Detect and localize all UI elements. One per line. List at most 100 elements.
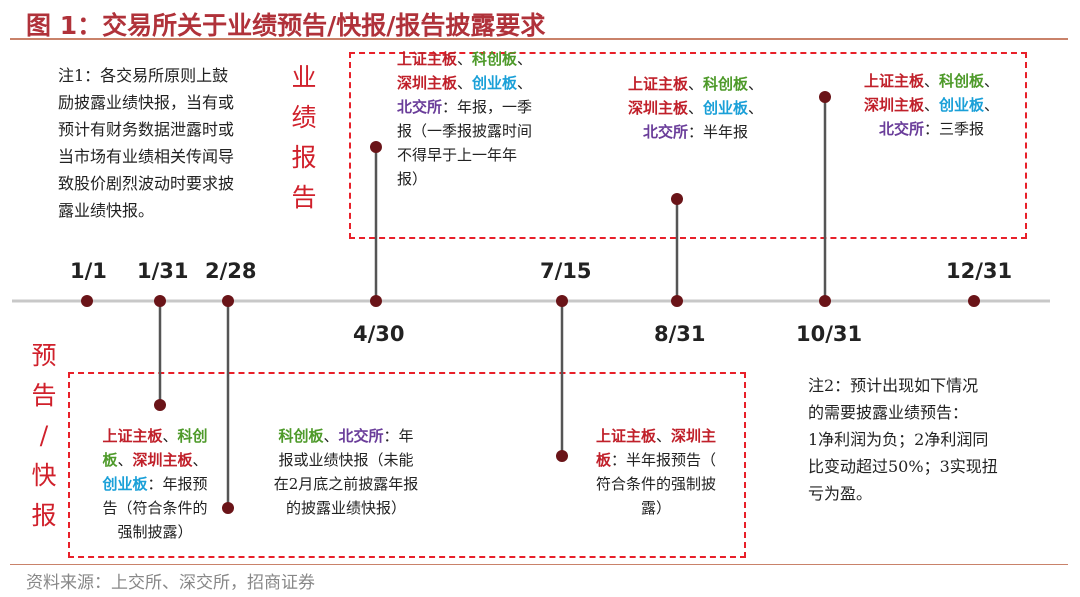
block-line: 科创板、北交所：年: [256, 424, 436, 448]
note-2-line: 注2：预计出现如下情况: [808, 376, 979, 395]
block-1031-q3: 上证主板、科创板、 深圳主板、创业板、 北交所：三季报: [844, 69, 1019, 141]
label-char: /: [39, 421, 49, 450]
separator: 、: [457, 50, 473, 68]
block-line: 上证主板、科创板、: [608, 72, 783, 96]
block-text: ：半年报: [688, 123, 749, 141]
note-1-line: 励披露业绩快报，当有或: [58, 93, 235, 112]
exchange-chinext: 创业板: [102, 475, 148, 493]
dot-0715: [556, 295, 568, 307]
block-line: 深圳主板、创业板、: [608, 96, 783, 120]
separator: 、: [687, 99, 703, 117]
exchange-szse-main: 板: [595, 451, 611, 469]
label-char: 绩: [291, 103, 317, 132]
note-1-line: 露业绩快报。: [58, 201, 155, 220]
exchange-chinext: 创业板: [472, 74, 518, 92]
block-line: 上证主板、科创: [80, 424, 230, 448]
dot-0831: [671, 295, 683, 307]
block-text: ：年报，一季: [442, 98, 533, 116]
block-line: 上证主板、科创板、: [844, 69, 1019, 93]
block-line: 强制披露）: [117, 523, 193, 541]
block-0715-semiannual-forecast: 上证主板、深圳主 板：半年报预告（ 符合条件的强制披 露）: [576, 424, 736, 520]
exchange-star: 科创板: [703, 75, 749, 93]
title-rule: [10, 38, 1068, 40]
note-2-line: 1净利润为负；2净利润同: [808, 430, 989, 449]
block-line: 告（符合条件的: [102, 499, 208, 517]
exchange-star: 科创板: [278, 427, 324, 445]
exchange-bse: 北交所: [397, 98, 443, 116]
dot-0228: [222, 295, 234, 307]
forecast-express-box: [68, 372, 746, 558]
block-line: 不得早于上一年年: [397, 146, 518, 164]
separator: 、: [923, 72, 939, 90]
label-char: 业: [291, 63, 317, 92]
block-line: 上证主板、科创板、: [397, 47, 572, 71]
exchange-sse-main: 上证主板: [397, 50, 458, 68]
block-line: 深圳主板、创业板、: [844, 93, 1019, 117]
separator: 、: [457, 74, 473, 92]
separator: 、: [923, 96, 939, 114]
separator: 、: [984, 72, 1000, 90]
block-0228-annual-express: 科创板、北交所：年 报或业绩快报（未能 在2月底之前披露年报 的披露业绩快报）: [256, 424, 436, 520]
block-line: 北交所：半年报: [608, 120, 783, 144]
block-text: ：年: [383, 427, 414, 445]
end-dot-0131: [154, 399, 166, 411]
separator: 、: [748, 99, 764, 117]
dot-0430: [370, 295, 382, 307]
figure-title: 图 1：交易所关于业绩预告/快报/报告披露要求: [26, 11, 546, 40]
separator: 、: [117, 451, 133, 469]
date-0715: 7/15: [540, 259, 592, 283]
block-line: 上证主板、深圳主: [576, 424, 736, 448]
block-line: 板：半年报预告（: [576, 448, 736, 472]
label-forecast-express: 预 告 / 快 报: [28, 336, 60, 536]
separator: 、: [748, 75, 764, 93]
end-dot-0430: [370, 141, 382, 153]
exchange-chinext: 创业板: [703, 99, 749, 117]
exchange-chinext: 创业板: [939, 96, 985, 114]
block-0831-semiannual: 上证主板、科创板、 深圳主板、创业板、 北交所：半年报: [608, 72, 783, 144]
note-1-line: 致股价剧烈波动时要求披: [58, 174, 235, 193]
note-1-line: 注1：各交易所原则上鼓: [58, 66, 229, 85]
date-0131: 1/31: [137, 259, 189, 283]
dot-1231: [968, 295, 980, 307]
block-0131-annual-forecast: 上证主板、科创 板、深圳主板、 创业板：年报预 告（符合条件的 强制披露）: [80, 424, 230, 544]
block-line: 板、深圳主板、: [80, 448, 230, 472]
exchange-sse-main: 上证主板: [102, 427, 163, 445]
end-dot-0228: [222, 502, 234, 514]
note-1: 注1：各交易所原则上鼓 励披露业绩快报，当有或 预计有财务数据泄露时或 当市场有…: [58, 62, 358, 224]
exchange-szse-main: 深圳主板: [397, 74, 458, 92]
exchange-bse: 北交所: [338, 427, 384, 445]
exchange-bse: 北交所: [878, 120, 924, 138]
block-line: 露）: [640, 499, 671, 517]
separator: 、: [687, 75, 703, 93]
date-0228: 2/28: [205, 259, 257, 283]
note-1-line: 预计有财务数据泄露时或: [58, 120, 235, 139]
date-1031: 10/31: [796, 322, 863, 346]
block-line: 深圳主板、创业板、: [397, 71, 572, 95]
block-line: 的披露业绩快报）: [285, 499, 406, 517]
label-char: 快: [31, 461, 57, 490]
separator: 、: [517, 50, 533, 68]
date-1231: 12/31: [946, 259, 1013, 283]
performance-report-box: [349, 52, 1027, 239]
note-1-line: 当市场有业绩相关传闻导: [58, 147, 235, 166]
label-char: 报: [31, 501, 57, 530]
label-char: 告: [291, 183, 317, 212]
label-char: 预: [31, 341, 57, 370]
dot-0131: [154, 295, 166, 307]
exchange-sse-main: 上证主板: [627, 75, 688, 93]
exchange-star: 板: [102, 451, 118, 469]
block-line: 报（一季报披露时间: [397, 122, 533, 140]
separator: 、: [655, 427, 671, 445]
exchange-szse-main: 深圳主板: [132, 451, 193, 469]
exchange-sse-main: 上证主板: [595, 427, 656, 445]
block-line: 北交所：三季报: [844, 117, 1019, 141]
block-line: 报或业绩快报（未能: [278, 451, 414, 469]
block-line: 符合条件的强制披: [595, 475, 716, 493]
note-2-line: 亏为盈。: [808, 484, 873, 503]
dot-0101: [81, 295, 93, 307]
separator: 、: [517, 74, 533, 92]
label-char: 报: [291, 143, 317, 172]
date-0101: 1/1: [70, 259, 107, 283]
block-text: ：年报预: [147, 475, 208, 493]
